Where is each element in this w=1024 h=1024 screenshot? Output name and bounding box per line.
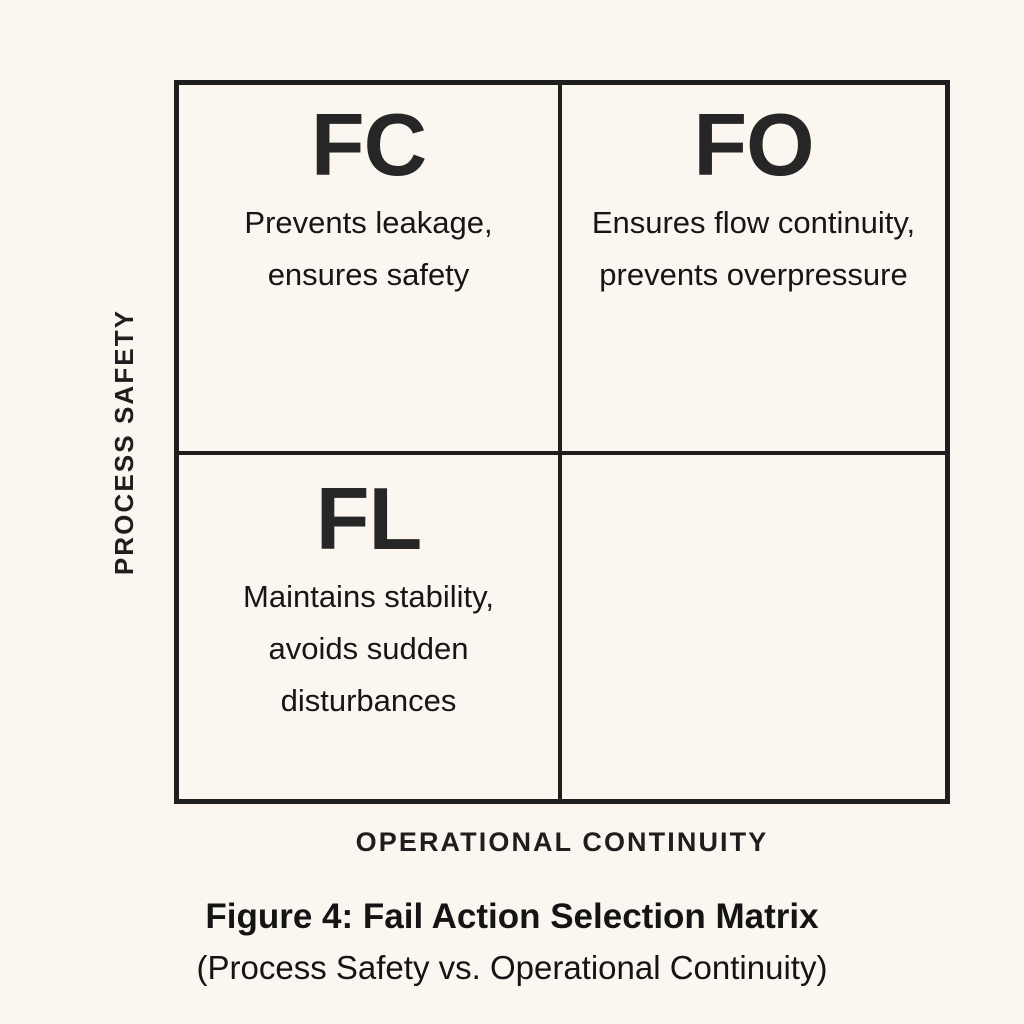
matrix-grid: FC Prevents leakage, ensures safety FO E… [174,80,950,804]
quadrant-code-fl: FL [315,469,423,568]
quadrant-code-fo: FO [693,95,814,194]
quadrant-bottom-right-empty[interactable] [562,455,945,799]
quadrant-bottom-left[interactable]: FL Maintains stability, avoids sudden di… [179,455,562,799]
quadrant-top-left[interactable]: FC Prevents leakage, ensures safety [179,85,562,455]
figure-caption-title: Figure 4: Fail Action Selection Matrix [205,897,819,936]
quadrant-description-fl: Maintains stability, avoids sudden distu… [243,578,494,718]
quadrant-description-fc: Prevents leakage, ensures safety [244,204,493,292]
x-axis-label: OPERATIONAL CONTINUITY [355,827,769,857]
quadrant-code-fc: FC [310,95,427,194]
quadrant-top-right[interactable]: FO Ensures flow continuity, prevents ove… [562,85,945,455]
quadrant-description-fo: Ensures flow continuity, prevents overpr… [591,204,916,292]
figure-caption-subtitle: (Process Safety vs. Operational Continui… [196,949,828,987]
y-axis-label-text: PROCESS SAFETY [109,308,139,576]
figure-caption: Figure 4: Fail Action Selection Matrix (… [0,890,1024,993]
y-axis-label: PROCESS SAFETY [96,72,152,812]
